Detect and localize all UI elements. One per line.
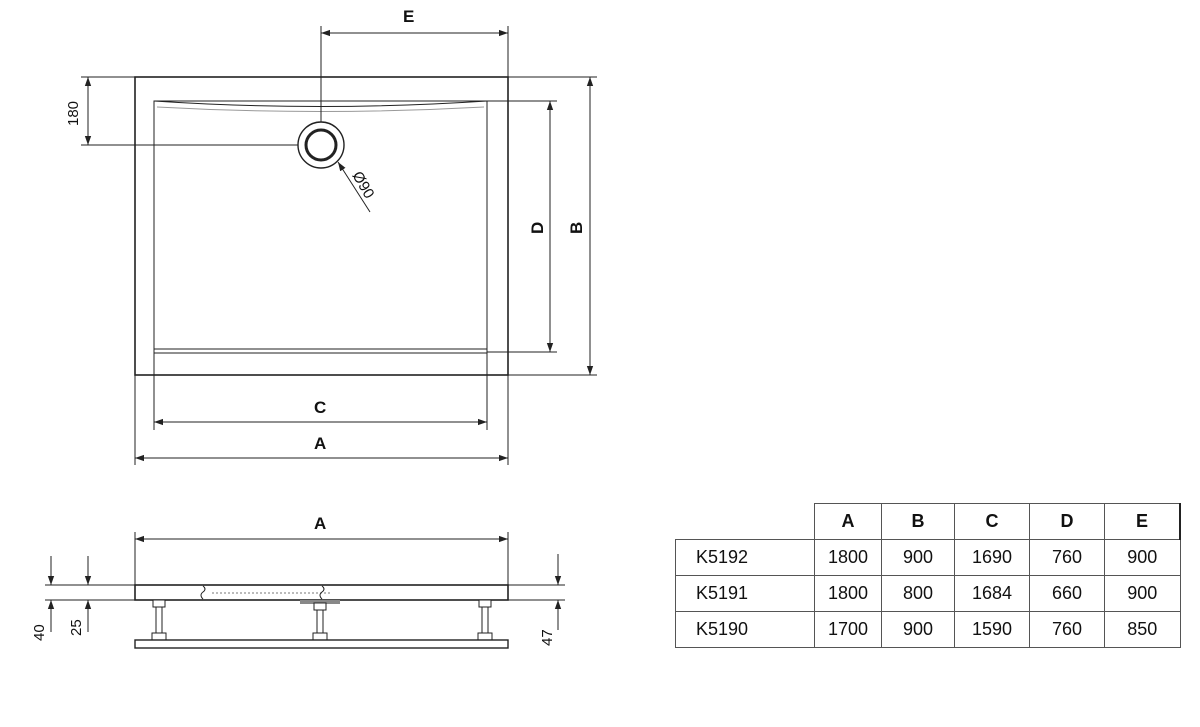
column-header-a: A xyxy=(814,503,882,540)
dim-47-label: 47 xyxy=(539,629,556,646)
dim-d-label: D xyxy=(528,222,547,234)
table-corner-cell xyxy=(676,504,815,540)
value-d: 660 xyxy=(1029,575,1105,612)
dim-40-label: 40 xyxy=(31,624,48,641)
value-b: 800 xyxy=(881,575,955,612)
value-a: 1800 xyxy=(814,575,882,612)
side-dim-a-label: A xyxy=(314,514,326,533)
value-e: 900 xyxy=(1104,575,1181,612)
dim-e-label: E xyxy=(403,7,414,26)
side-view: A 40 25 xyxy=(31,514,565,649)
model-code: K5192 xyxy=(675,539,815,576)
value-b: 900 xyxy=(881,611,955,648)
column-header-b: B xyxy=(881,503,955,540)
dimensions-table: A B C D E K5192 1800 900 1690 760 900 K5… xyxy=(675,503,1181,648)
drain-inner xyxy=(304,128,338,162)
value-e: 900 xyxy=(1104,539,1181,576)
basin-slope-edge xyxy=(153,100,488,107)
support-leg-middle xyxy=(312,602,328,641)
value-a: 1800 xyxy=(814,539,882,576)
table-header-row: A B C D E xyxy=(676,503,1181,540)
dim-c-label: C xyxy=(314,398,326,417)
support-leg-left xyxy=(151,599,167,641)
value-c: 1590 xyxy=(954,611,1030,648)
column-header-d: D xyxy=(1029,503,1105,540)
model-code: K5191 xyxy=(675,575,815,612)
value-a: 1700 xyxy=(814,611,882,648)
table-row: K5190 1700 900 1590 760 850 xyxy=(675,611,1181,648)
value-c: 1690 xyxy=(954,539,1030,576)
value-e: 850 xyxy=(1104,611,1181,648)
model-code: K5190 xyxy=(675,611,815,648)
value-c: 1684 xyxy=(954,575,1030,612)
floor-base xyxy=(134,639,509,649)
dim-b-label: B xyxy=(567,222,586,234)
dim-180-label: 180 xyxy=(65,101,82,126)
support-leg-right xyxy=(477,599,493,641)
table-row: K5192 1800 900 1690 760 900 xyxy=(675,539,1181,576)
top-view: Ø90 E 180 D B C A xyxy=(65,7,597,465)
break-mark-left xyxy=(200,585,206,600)
value-b: 900 xyxy=(881,539,955,576)
value-d: 760 xyxy=(1029,539,1105,576)
diameter-leader xyxy=(337,161,371,213)
dim-a-label: A xyxy=(314,434,326,453)
dim-25-label: 25 xyxy=(68,619,85,636)
column-header-e: E xyxy=(1104,503,1181,540)
drain-body xyxy=(300,600,340,604)
table-row: K5191 1800 800 1684 660 900 xyxy=(675,575,1181,612)
basin-slope-shade xyxy=(156,106,485,112)
break-mark-right xyxy=(319,585,325,600)
value-d: 760 xyxy=(1029,611,1105,648)
column-header-c: C xyxy=(954,503,1030,540)
